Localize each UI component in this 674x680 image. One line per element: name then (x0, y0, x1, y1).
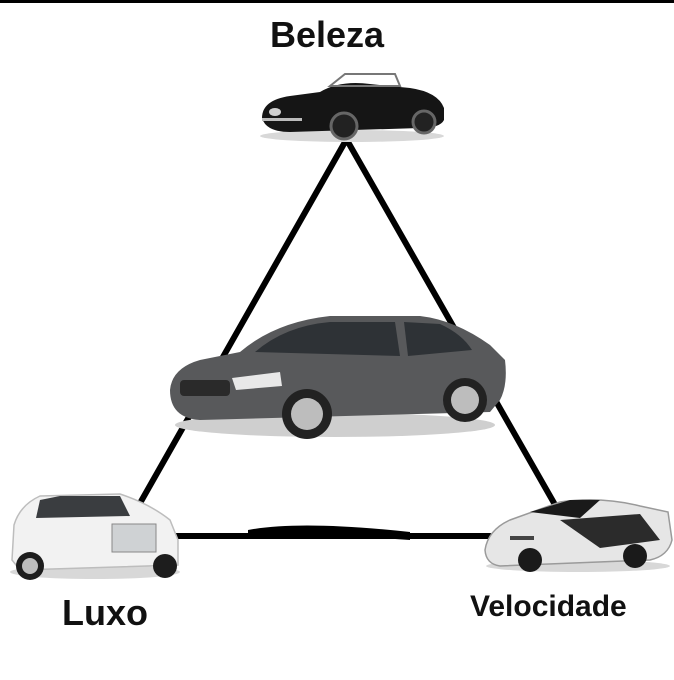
top-border (0, 0, 674, 3)
scribble-mark (248, 525, 410, 540)
car-top-convertible (260, 73, 444, 142)
edge-left (132, 139, 348, 515)
car-center-sedan (170, 316, 506, 439)
car-bottom-right-hypercar (484, 499, 673, 572)
label-beleza: Beleza (270, 14, 385, 55)
label-velocidade: Velocidade (470, 590, 627, 623)
label-luxo: Luxo (62, 592, 148, 633)
car-bottom-left-luxury (10, 493, 180, 580)
